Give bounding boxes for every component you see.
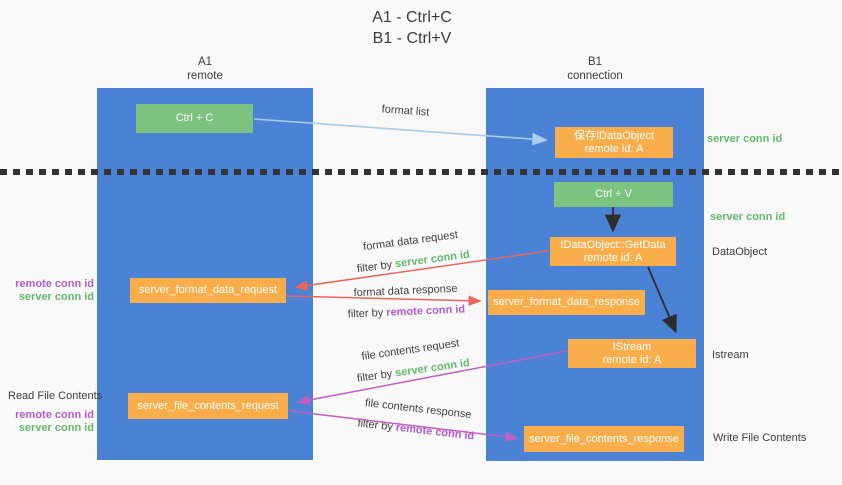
node-server-file-contents-request-label: server_file_contents_request — [137, 399, 279, 412]
label-istream: Istream — [712, 349, 749, 361]
lane-a-role: remote — [187, 70, 223, 82]
node-ctrl-c-label: Ctrl + C — [175, 112, 214, 124]
left-conn-ids-file: remote conn id server conn id — [0, 409, 94, 435]
node-ctrl-v-label: Ctrl + V — [595, 188, 632, 200]
label-dataobject: DataObject — [712, 246, 768, 258]
left-conn-ids-format: remote conn id server conn id — [0, 278, 94, 304]
node-getdata: IDataObject::GetData remote id: A — [550, 237, 676, 266]
arrow-label-format-data-response: format data response filter by remote co… — [335, 278, 477, 326]
node-server-file-contents-request: server_file_contents_request — [128, 393, 288, 419]
node-ctrl-c: Ctrl + C — [136, 104, 253, 133]
node-getdata-line2: remote id: A — [583, 251, 643, 264]
dashed-divider — [0, 169, 842, 175]
lane-a-name: A1 — [197, 56, 213, 68]
lane-b-name: B1 — [587, 56, 603, 68]
node-server-file-contents-response: server_file_contents_response — [524, 426, 684, 452]
label-write-file-contents: Write File Contents — [713, 432, 807, 444]
title-line-2: B1 - Ctrl+V — [372, 30, 452, 47]
node-ctrl-v: Ctrl + V — [554, 182, 673, 207]
node-save-dataobject: 保存IDataObject remote id: A — [555, 127, 673, 158]
node-server-file-contents-response-label: server_file_contents_response — [529, 432, 679, 445]
arrow-label-format-list: format list — [381, 103, 430, 119]
node-server-format-data-response: server_format_data_response — [488, 290, 645, 315]
label-server-conn-id-top: server conn id — [707, 133, 783, 145]
label-server-conn-id-mid: server conn id — [710, 211, 786, 223]
lane-a-header: A1 remote — [97, 55, 313, 83]
label-server-conn-id-2: server conn id — [18, 422, 94, 434]
arrow-label-format-data-request: format data request filter by server con… — [340, 222, 484, 282]
node-server-format-data-request: server_format_data_request — [130, 278, 286, 303]
node-server-format-data-request-label: server_format_data_request — [138, 284, 278, 296]
node-server-format-data-response-label: server_format_data_response — [493, 296, 640, 308]
label-remote-conn-id-1: remote conn id — [15, 278, 94, 290]
node-save-dataobject-line1: 保存IDataObject — [573, 129, 655, 142]
node-save-dataobject-line2: remote id: A — [584, 142, 644, 155]
node-istream: IStream remote id: A — [568, 339, 696, 368]
lane-b-header: B1 connection — [486, 55, 704, 83]
node-getdata-line1: IDataObject::GetData — [560, 238, 666, 251]
diagram-title: A1 - Ctrl+C B1 - Ctrl+V — [0, 7, 842, 49]
arrow-label-file-contents-request: file contents request filter by server c… — [340, 330, 484, 391]
title-line-1: A1 - Ctrl+C — [372, 9, 452, 26]
node-istream-line2: remote id: A — [602, 353, 662, 366]
label-read-file-contents: Read File Contents — [8, 390, 103, 402]
lane-b-role: connection — [567, 70, 623, 82]
arrow-label-file-contents-response: file contents response filter by remote … — [340, 391, 494, 450]
label-remote-conn-id-2: remote conn id — [15, 409, 94, 421]
node-istream-line1: IStream — [612, 340, 652, 353]
label-server-conn-id-1: server conn id — [18, 291, 94, 303]
